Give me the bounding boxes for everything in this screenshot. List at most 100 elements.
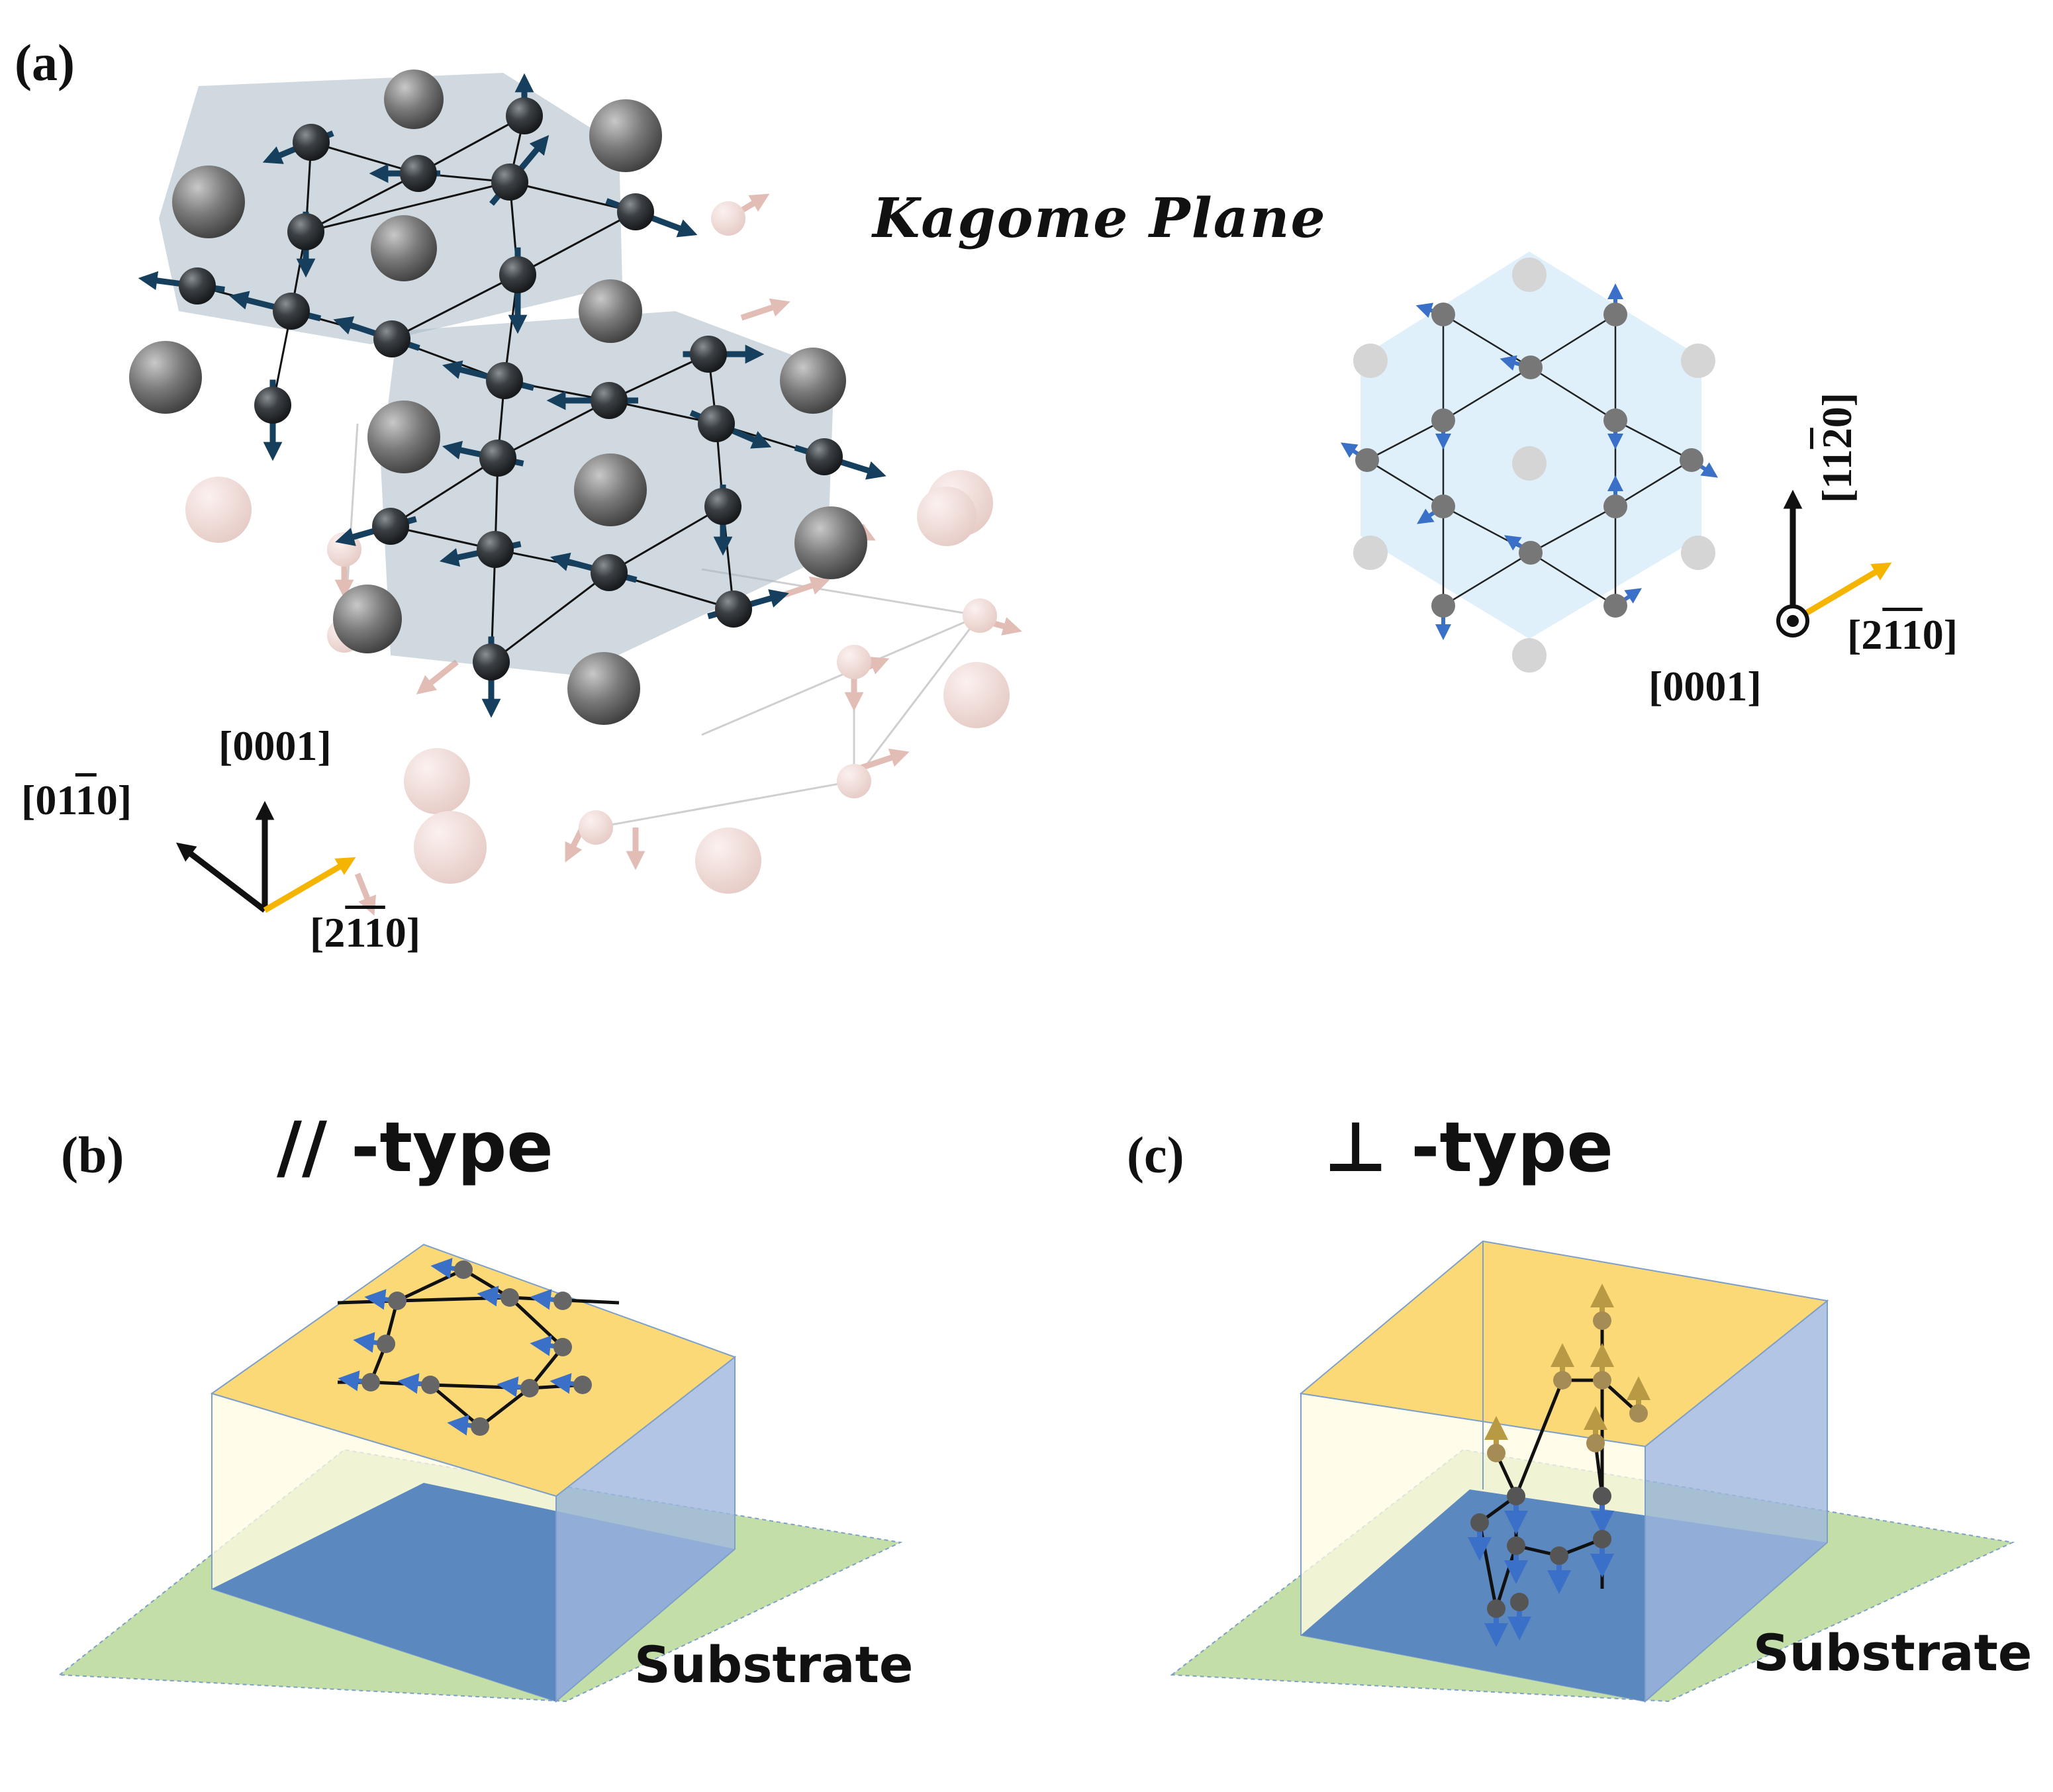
kagome-bond <box>608 505 724 574</box>
faded-small-atom <box>579 810 613 845</box>
large-gray-atom <box>367 401 440 473</box>
star-atom <box>454 1260 473 1279</box>
dark-atom <box>506 97 543 134</box>
dark-atom <box>479 440 516 477</box>
axis-label-2-1-10-2d: [2110] <box>1847 611 1958 658</box>
hex-bond <box>1443 551 1531 607</box>
hex-site-atom <box>1355 448 1379 472</box>
hex-bond <box>1615 419 1692 461</box>
hex-large-atom <box>1512 258 1547 292</box>
gold-atom <box>1593 1371 1611 1390</box>
hex-site-atom <box>1603 594 1627 618</box>
dark-atom <box>486 362 523 399</box>
star-atom <box>471 1417 489 1436</box>
dark-atom <box>477 531 514 568</box>
faded-small-atom <box>963 598 997 633</box>
lower-atom <box>1510 1593 1529 1611</box>
hex-bond <box>1530 505 1616 554</box>
kagome-bond <box>391 273 518 340</box>
axis-label-11-20: [1120] <box>1813 392 1860 503</box>
large-gray-atom <box>567 652 640 725</box>
large-gray-atom <box>794 506 867 579</box>
axis-label-2-1-10: [2110] <box>310 909 421 956</box>
kagome-hexagon <box>1361 252 1701 639</box>
faded-bond <box>595 780 855 829</box>
faded-small-atom <box>837 645 871 679</box>
hex-large-atom <box>1353 344 1388 378</box>
axes-3d <box>175 800 356 913</box>
faded-large-atom <box>943 662 1010 728</box>
faded-spin-arrow <box>859 748 910 771</box>
film-top-face-b <box>210 1243 737 1497</box>
hex-bond <box>1530 551 1616 607</box>
faded-bond <box>701 614 980 736</box>
hex-site-atom <box>1519 355 1543 379</box>
axis-label-01-10: [0110] <box>21 777 132 824</box>
film-block-parallel <box>58 1243 903 1703</box>
vertical-kagome-bond <box>1514 1380 1564 1497</box>
dark-atoms <box>179 97 843 681</box>
hex-site-atom <box>1431 303 1455 326</box>
hex-large-atom <box>1681 536 1715 570</box>
star-atom <box>377 1335 395 1353</box>
axis-01-10-arrow <box>175 842 267 913</box>
lower-atom <box>1470 1513 1489 1532</box>
dark-atom <box>591 554 628 591</box>
kagome-bond <box>310 141 419 175</box>
dark-atom <box>499 256 536 293</box>
hex-large-atom <box>1353 536 1388 570</box>
hex-site-atom <box>1603 303 1627 326</box>
dark-atom <box>591 382 628 419</box>
gold-atom <box>1629 1404 1648 1423</box>
hex-site-atom <box>1680 448 1703 472</box>
hex-bond <box>1530 366 1616 422</box>
axes-2d <box>1776 489 1892 637</box>
star-atom <box>553 1292 572 1310</box>
gold-atom <box>1553 1371 1572 1390</box>
large-gray-atom <box>574 453 647 526</box>
hex-site-atom <box>1431 594 1455 618</box>
star-atom <box>361 1373 380 1391</box>
star-bond <box>508 1296 564 1348</box>
hex-site-atom <box>1431 495 1455 518</box>
kagome-plane-title: Kagome Plane <box>873 187 1327 250</box>
hex-bond <box>1530 313 1616 369</box>
star-atom <box>388 1292 406 1310</box>
parallel-type-title: // -type <box>277 1107 553 1188</box>
vertical-kagome-bond <box>1478 1522 1498 1609</box>
dark-atom <box>806 438 843 475</box>
lower-atom <box>1507 1487 1525 1505</box>
lower-atom <box>1550 1546 1568 1565</box>
perpendicular-type-title: ⊥ -type <box>1324 1107 1613 1188</box>
dark-atom <box>715 590 752 628</box>
axis-label-0001: [0001] <box>218 722 332 769</box>
panel-label-b: (b) <box>61 1126 124 1184</box>
gold-atom <box>1593 1311 1611 1330</box>
axis-label-0001-2d: [0001] <box>1648 663 1762 710</box>
dark-atom <box>690 336 727 373</box>
kagome-star-b <box>337 1258 620 1436</box>
film-block-perpendicular <box>1170 1240 2015 1703</box>
hex-bond <box>1366 419 1444 461</box>
star-atom <box>421 1376 440 1394</box>
panel-label-c: (c) <box>1127 1126 1184 1184</box>
hex-bond <box>1443 366 1531 422</box>
dark-atom <box>704 488 741 525</box>
kagome-bond <box>491 571 610 663</box>
large-gray-atom <box>780 348 846 414</box>
hex-large-atom <box>1512 446 1547 481</box>
lower-atom <box>1487 1599 1505 1618</box>
star-bond <box>429 1384 481 1428</box>
lower-atom <box>1593 1487 1611 1505</box>
faded-kagome-layer <box>185 193 1022 916</box>
hex-bond <box>1366 459 1444 508</box>
gold-atom <box>1487 1444 1505 1462</box>
kagome-bond <box>497 399 610 459</box>
dark-atom <box>491 164 528 201</box>
star-atom <box>553 1338 572 1356</box>
star-atom <box>520 1379 539 1397</box>
faded-large-atom <box>917 487 977 546</box>
kagome-bond <box>305 181 510 233</box>
